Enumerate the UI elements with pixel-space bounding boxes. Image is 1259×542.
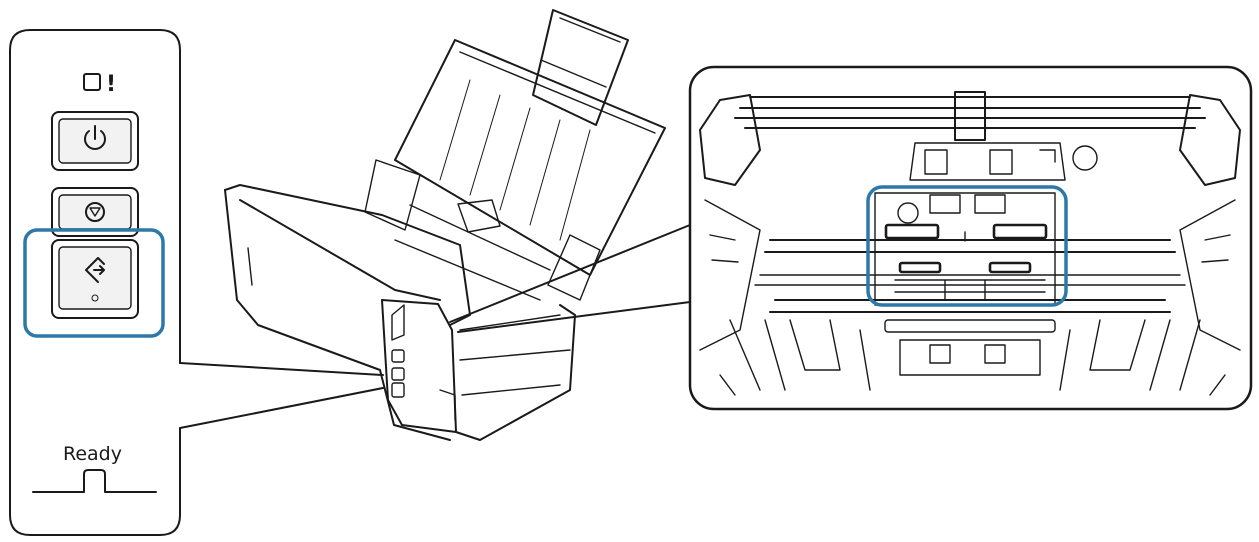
pickup-roller-assembly (874, 192, 1056, 306)
tray-extension (532, 9, 629, 126)
start-button[interactable] (51, 239, 139, 319)
power-icon (84, 125, 106, 150)
scanner-front (224, 189, 451, 441)
ready-label: Ready (63, 443, 122, 465)
roller-highlight (866, 185, 1068, 307)
front-cover (381, 299, 457, 433)
error-lamp-icon (83, 73, 101, 91)
stop-button[interactable] (51, 187, 139, 237)
leader-line-top (179, 362, 384, 376)
ready-lamp-icon (32, 469, 157, 493)
start-button-highlight (23, 228, 165, 338)
control-panel-callout: ! (9, 29, 384, 536)
leader-line-bottom (179, 387, 384, 429)
scanner-interior-callout (688, 65, 1253, 411)
power-button[interactable] (51, 111, 139, 171)
scanner-illustration (224, 9, 666, 441)
detail-leader-bottom (457, 301, 691, 333)
error-glyph: ! (106, 72, 116, 97)
center-tab (954, 91, 986, 141)
detail-leader-top (449, 224, 691, 323)
start-icon (85, 257, 105, 283)
start-lamp (91, 294, 99, 302)
input-tray (394, 39, 666, 276)
scanner-top (224, 184, 471, 326)
stop-icon (85, 202, 105, 222)
